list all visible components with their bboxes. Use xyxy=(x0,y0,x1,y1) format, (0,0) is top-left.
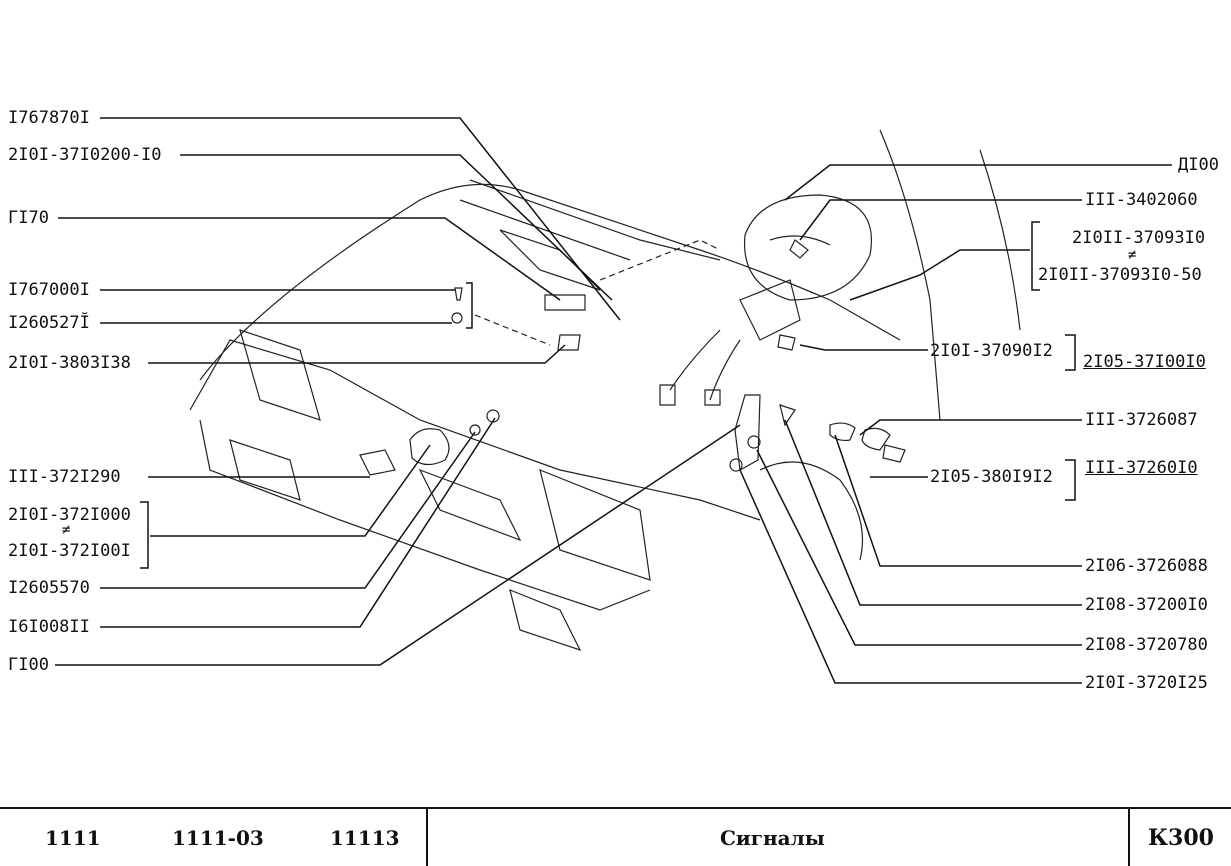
leader-r5 xyxy=(859,419,1082,436)
leader-l10 xyxy=(100,417,496,628)
part-label: 2I05-380I9I2 xyxy=(930,467,1053,487)
leader-l3 xyxy=(58,217,561,301)
bracket-right-steering xyxy=(1031,221,1040,291)
part-label: 2I06-3726088 xyxy=(1085,556,1208,576)
leader-r9 xyxy=(756,449,1082,646)
part-label: 2I0I-372I000 xyxy=(8,505,131,525)
part-label: 2I0II-37093I0 xyxy=(1072,228,1206,248)
steering-wheel-shape xyxy=(743,194,872,301)
leader-r4 xyxy=(799,344,928,351)
section-title: Сигналы xyxy=(720,825,825,850)
title-block: 1111 1111-03 11113 Сигналы К300 xyxy=(0,807,1231,866)
part-label: I767000I xyxy=(8,280,90,300)
divider xyxy=(1128,809,1130,866)
leader-l11 xyxy=(55,424,741,666)
leader-r10 xyxy=(739,469,1082,684)
model-code: 1111 xyxy=(45,825,101,850)
bracket-right-repeater xyxy=(1065,459,1076,501)
part-label: III-372I290 xyxy=(8,467,121,487)
part-label: I260527Ĭ xyxy=(8,313,90,333)
part-label: I6I008II xyxy=(8,617,90,637)
leader-l8 xyxy=(150,444,431,537)
sheet-code: К300 xyxy=(1148,824,1214,851)
leader-r3 xyxy=(849,249,1030,301)
part-label: ГI00 xyxy=(8,655,49,675)
bracket-left-fasteners xyxy=(466,282,473,329)
leader-l9 xyxy=(100,431,476,589)
model-code: 1111-03 xyxy=(172,825,264,850)
model-code: 11113 xyxy=(330,825,400,850)
part-label: I2605570 xyxy=(8,578,90,598)
column-switch-shape xyxy=(739,279,801,341)
part-label: ГI70 xyxy=(8,208,49,228)
leader-r2 xyxy=(799,199,1082,241)
part-label: 2I0I-372I00I xyxy=(8,541,131,561)
part-label: 2I0I-3720I25 xyxy=(1085,673,1208,693)
leader-r1 xyxy=(784,164,1172,201)
car-fender-outline xyxy=(189,339,761,521)
part-label: 2I08-3720780 xyxy=(1085,635,1208,655)
part-label: 2I0I-37I0200-I0 xyxy=(8,145,162,165)
horn-shape xyxy=(409,428,450,466)
leader-r7 xyxy=(834,434,1082,567)
part-label: 2I08-37200I0 xyxy=(1085,595,1208,615)
car-hood-outline xyxy=(199,183,901,381)
part-label: 2I0I-37090I2 xyxy=(930,341,1053,361)
leader-r8 xyxy=(784,419,1082,606)
part-label-assembly: III-37260I0 xyxy=(1085,458,1198,478)
bracket-right-lamp xyxy=(1065,334,1076,371)
part-label: 2I0I-3803I38 xyxy=(8,353,131,373)
leader-l1 xyxy=(100,117,621,321)
part-label: I767870I xyxy=(8,108,90,128)
leader-l2 xyxy=(180,154,613,301)
car-grille-outline xyxy=(199,419,651,611)
leader-l6 xyxy=(148,344,566,364)
not-equal-symbol: ≠ xyxy=(62,522,71,538)
part-label: III-3726087 xyxy=(1085,410,1198,430)
part-label: 2I0II-37093I0-50 xyxy=(1038,265,1202,285)
divider xyxy=(426,809,428,866)
not-equal-symbol: ≠ xyxy=(1128,247,1137,263)
part-label: III-3402060 xyxy=(1085,190,1198,210)
part-label-assembly: 2I05-37I00I0 xyxy=(1083,352,1206,372)
part-label: ДI00 xyxy=(1178,155,1219,175)
bracket-left-horns xyxy=(140,501,149,569)
parts-diagram xyxy=(55,117,1172,684)
